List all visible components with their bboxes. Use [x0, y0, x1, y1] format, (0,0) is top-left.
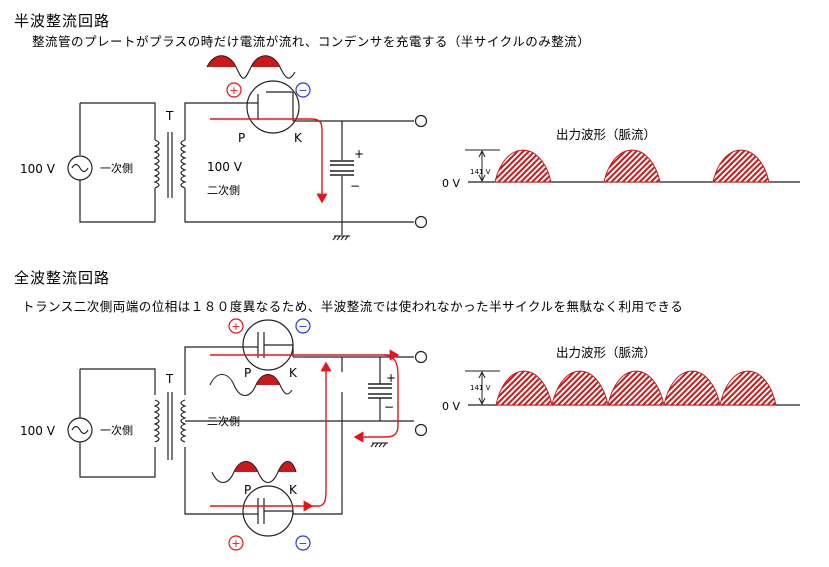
capacitor-icon [368, 357, 392, 421]
ac-source-icon [67, 155, 93, 181]
output-pulse [603, 149, 661, 183]
full-wave-description: トランス二次側両端の位相は１８０度異なるため、半波整流では使われなかった半サイク… [22, 299, 684, 314]
half-input-wave [206, 55, 296, 79]
full-cap-minus: − [384, 400, 394, 414]
full-peak-label: 141 V [470, 384, 491, 392]
half-minus-marker: − [295, 82, 311, 98]
svg-text:−: − [298, 537, 307, 550]
full-output-pulses [495, 370, 777, 406]
terminal-icon [414, 423, 428, 437]
svg-text:+: + [229, 84, 238, 97]
full-cap-plus: + [386, 371, 396, 385]
full-source-label: 100 V [20, 424, 56, 438]
svg-text:+: + [231, 537, 240, 550]
full-upper-wave [209, 373, 293, 397]
transformer-icon [153, 132, 187, 198]
output-pulse [663, 370, 721, 406]
output-pulse [719, 370, 777, 406]
full-upper-minus-marker: − [295, 318, 311, 334]
half-transformer-label: T [165, 109, 174, 123]
full-lower-plus-marker: + [228, 535, 244, 551]
full-upper-plus-marker: + [228, 318, 244, 334]
half-output-pulses [494, 149, 770, 183]
ground-icon [332, 235, 350, 241]
half-primary-label: 一次側 [100, 161, 133, 175]
full-current-lower-arrow [312, 427, 327, 507]
svg-text:+: + [231, 320, 240, 333]
half-plate-label: P [238, 131, 245, 145]
diode-tube-icon [242, 485, 304, 537]
ac-source-icon [67, 417, 93, 443]
half-secondary-voltage: 100 V [207, 160, 243, 174]
terminal-icon [414, 114, 428, 128]
half-wave-description: 整流管のプレートがプラスの時だけ電流が流れ、コンデンサを充電する（半サイクルのみ… [32, 34, 591, 49]
full-output-title: 出力波形（脈流） [556, 345, 656, 360]
half-peak-label: 141 V [470, 168, 491, 176]
full-peak-marker [465, 370, 500, 406]
svg-text:−: − [298, 320, 307, 333]
half-output-title: 出力波形（脈流） [556, 127, 656, 142]
full-secondary-label: 二次側 [207, 414, 240, 428]
full-transformer-label: T [165, 372, 174, 386]
half-current-arrow [210, 118, 328, 204]
half-cathode-label: K [294, 131, 303, 145]
output-pulse [494, 149, 552, 183]
half-plus-marker: + [226, 82, 242, 98]
half-peak-marker [465, 149, 500, 183]
output-pulse [551, 370, 609, 406]
full-lower-minus-marker: − [295, 535, 311, 551]
terminal-icon [414, 350, 428, 364]
half-secondary-label: 二次側 [207, 183, 240, 197]
half-wave-circuit [79, 102, 414, 235]
output-pulse [495, 370, 553, 406]
full-upper-plate-label: P [244, 366, 251, 380]
transformer-icon [153, 392, 187, 460]
full-primary-label: 一次側 [100, 423, 133, 437]
diode-tube-icon [243, 80, 304, 134]
half-source-label: 100 V [20, 162, 56, 176]
half-cap-plus: + [354, 147, 364, 161]
output-pulse [607, 370, 665, 406]
full-lower-cathode-label: K [289, 483, 298, 497]
full-zero-label: 0 V [442, 400, 460, 413]
output-pulse [712, 149, 770, 183]
half-cap-minus: − [350, 179, 360, 193]
half-wave-title: 半波整流回路 [14, 12, 111, 30]
diode-tube-icon [242, 319, 304, 371]
full-wave-circuit [79, 346, 414, 515]
full-lower-plate-label: P [244, 483, 251, 497]
full-upper-cathode-label: K [289, 366, 298, 380]
half-zero-label: 0 V [442, 177, 460, 190]
full-lower-wave [211, 460, 297, 484]
full-wave-title: 全波整流回路 [14, 269, 111, 287]
capacitor-icon [330, 160, 354, 176]
terminal-icon [414, 215, 428, 229]
ground-icon [370, 442, 388, 448]
svg-text:−: − [298, 84, 307, 97]
